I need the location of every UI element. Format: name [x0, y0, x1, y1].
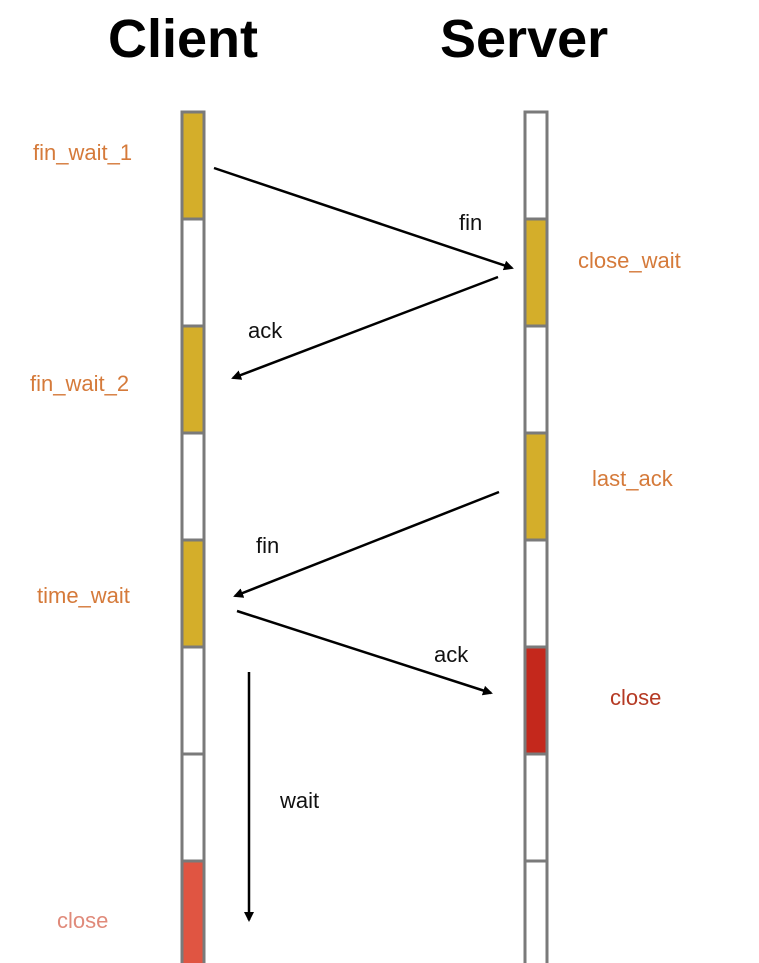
client-segment-closed-client: [180, 859, 206, 963]
client-state-time-wait: time_wait: [37, 583, 130, 608]
server-segment-closed-server: [523, 645, 549, 756]
server-header: Server: [440, 9, 609, 69]
message-fin-1: fin: [459, 210, 483, 235]
server-state-close: close: [610, 685, 662, 710]
client-segment-active: [180, 110, 206, 221]
message-ack-1: ack: [248, 318, 283, 343]
client-timeline: [180, 110, 206, 963]
message-fin-2: fin: [256, 533, 280, 558]
client-segment-active: [180, 538, 206, 649]
client-state-close: close: [57, 908, 109, 933]
server-segment-active: [523, 217, 549, 328]
server-segment-idle: [523, 538, 549, 649]
client-segment-active: [180, 324, 206, 435]
ack-arrow-1: [231, 275, 499, 380]
server-segment-active: [523, 431, 549, 542]
client-segment-idle: [180, 217, 206, 328]
client-state-fin-wait-1: fin_wait_1: [33, 140, 133, 165]
server-segment-idle: [523, 324, 549, 435]
server-segment-idle: [523, 752, 549, 863]
client-state-fin-wait-2: fin_wait_2: [30, 371, 130, 396]
message-ack-2: ack: [434, 642, 469, 667]
client-header: Client: [108, 9, 259, 69]
client-segment-idle: [180, 431, 206, 542]
fin-arrow-2: [233, 490, 500, 598]
server-segment-idle: [523, 859, 549, 963]
message-wait: wait: [280, 788, 320, 813]
server-state-close-wait: close_wait: [578, 248, 681, 273]
server-timeline: [523, 110, 549, 963]
client-segment-idle: [180, 752, 206, 863]
fin-arrow-1: [213, 166, 514, 271]
server-segment-idle: [523, 110, 549, 221]
ack-arrow-2: [236, 609, 493, 696]
server-state-last-ack: last_ack: [592, 466, 673, 491]
client-segment-idle: [180, 645, 206, 756]
